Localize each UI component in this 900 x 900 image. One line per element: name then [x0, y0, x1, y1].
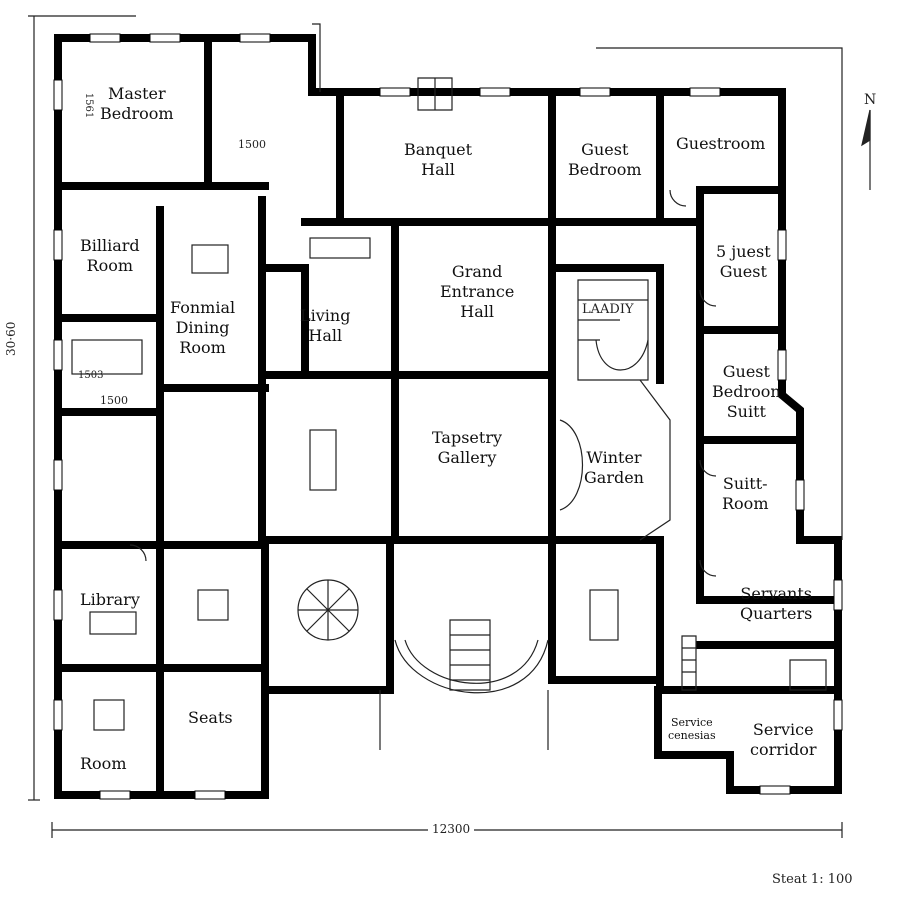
- room-guestroom: Guestroom: [676, 134, 766, 153]
- room-servants-quarters: Servants Quarters: [740, 584, 813, 623]
- room-winter-garden: Winter Garden: [584, 448, 644, 487]
- dimension-width: 12300: [428, 822, 475, 836]
- room-billiard-room: Billiard Room: [80, 236, 140, 275]
- room-service-cenesias: Service cenesias: [668, 716, 716, 742]
- stair-label: LAADIY: [582, 302, 634, 317]
- room-library: Library: [80, 590, 140, 609]
- north-arrow-label: N: [864, 92, 877, 108]
- room-guest-bedroom: Guest Bedroom: [568, 140, 642, 179]
- room-grand-entrance-hall: Grand Entrance Hall: [440, 262, 515, 321]
- room-room: Room: [80, 754, 127, 773]
- dim-1561: 1561: [83, 92, 95, 119]
- walls: [54, 34, 842, 799]
- room-living-hall: Living Hall: [300, 306, 351, 345]
- dimension-height: 30·60: [4, 317, 18, 360]
- room-master-bedroom: Master Bedroom: [100, 84, 174, 123]
- room-formal-dining: Fonmial Dining Room: [170, 298, 236, 357]
- room-guest-bedroom-suite: Guest Bedroon Suitt: [712, 362, 781, 421]
- room-suite-room: Suitt- Room: [722, 474, 769, 513]
- room-tapestry-gallery: Tapsetry Gallery: [432, 428, 503, 467]
- dim-1500-b: 1500: [100, 394, 128, 407]
- room-banquet-hall: Banquet Hall: [404, 140, 473, 179]
- fixtures: [28, 15, 871, 838]
- windows: [53, 33, 843, 800]
- dim-1500-a: 1500: [238, 138, 266, 151]
- room-service-corridor: Service corridor: [750, 720, 817, 759]
- room-seats: Seats: [188, 708, 233, 727]
- scale-label: Steat 1: 100: [772, 872, 853, 887]
- room-guest-5: 5 juest Guest: [716, 242, 771, 281]
- dim-1503: 1503: [78, 370, 104, 381]
